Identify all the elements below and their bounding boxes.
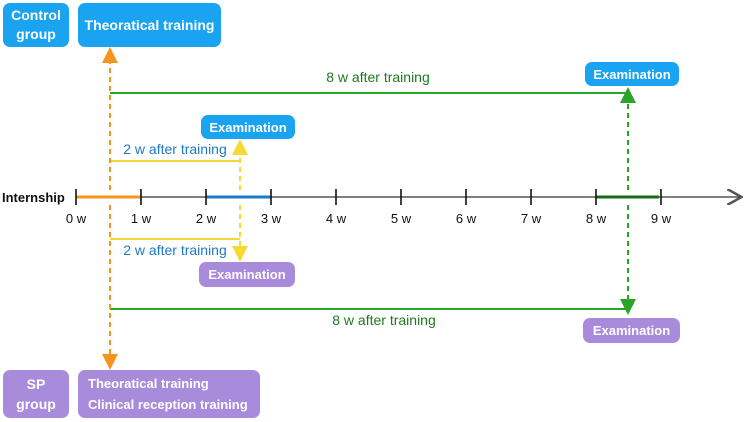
control-exam-8w-label: Examination: [593, 66, 671, 82]
sp-exam-2w-box: Examination: [199, 262, 295, 287]
control-group-line2: group: [16, 26, 56, 42]
axis-tick-label: 9 w: [651, 211, 672, 226]
sp-group-box: SP group: [3, 370, 69, 418]
sp-training-box: Theoratical training Clinical reception …: [78, 370, 260, 418]
control-8w-label: 8 w after training: [326, 69, 430, 85]
control-2w-label: 2 w after training: [123, 141, 227, 157]
control-training-label: Theoratical training: [84, 17, 215, 33]
axis-tick-label: 0 w: [66, 211, 87, 226]
axis-tick-label: 5 w: [391, 211, 412, 226]
sp-exam-8w-box: Examination: [583, 318, 680, 343]
axis-tick-label: 1 w: [131, 211, 152, 226]
sp-exam-8w-label: Examination: [592, 323, 671, 338]
sp-training-line1: Theoratical training: [88, 376, 209, 391]
sp-training-line2: Clinical reception training: [88, 397, 248, 412]
axis-tick-label: 6 w: [456, 211, 477, 226]
control-exam-2w-box: Examination: [201, 115, 295, 139]
sp-group-line1: SP: [26, 376, 46, 392]
control-group-box: Control group: [3, 3, 69, 47]
axis-ticks: 0 w 1 w 2 w 3 w 4 w 5 w 6 w 7 w 8 w 9 w: [66, 189, 672, 226]
sp-exam-2w-label: Examination: [208, 267, 286, 282]
axis-tick-label: 8 w: [586, 211, 607, 226]
timeline-label: Internship: [2, 190, 65, 205]
axis-tick-label: 3 w: [261, 211, 282, 226]
axis-tick-label: 4 w: [326, 211, 347, 226]
control-exam-2w-label: Examination: [209, 119, 287, 135]
control-theoretical-training-box: Theoratical training: [78, 3, 221, 47]
sp-8w-label: 8 w after training: [332, 312, 436, 328]
axis-tick-label: 7 w: [521, 211, 542, 226]
sp-2w-label: 2 w after training: [123, 242, 227, 258]
sp-group-line2: group: [16, 396, 56, 412]
axis-tick-label: 2 w: [196, 211, 217, 226]
control-group-line1: Control: [11, 7, 61, 23]
control-exam-8w-box: Examination: [585, 62, 679, 86]
